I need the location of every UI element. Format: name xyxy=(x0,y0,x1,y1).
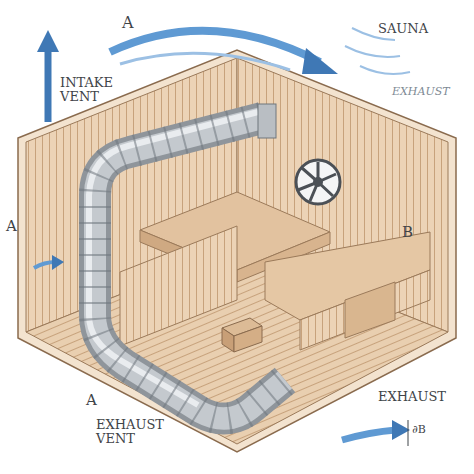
label-text: ∂B xyxy=(412,424,452,436)
dimension-tick xyxy=(408,420,409,446)
arrow-head xyxy=(302,48,338,74)
exhaust-fan xyxy=(296,160,340,204)
duct-end xyxy=(258,104,276,138)
duct-highlight xyxy=(89,112,258,405)
label-text: A xyxy=(86,392,116,409)
label-text: INTAKE VENT xyxy=(60,76,140,105)
label-text: EXHAUST xyxy=(392,86,472,98)
steps xyxy=(345,282,395,338)
bench-front xyxy=(120,226,237,346)
label-text: B xyxy=(402,224,432,241)
duct-ribs xyxy=(95,118,285,419)
airflow-line xyxy=(120,53,290,70)
intake-arrow xyxy=(45,48,52,122)
exhaust-arrow xyxy=(342,430,396,440)
arrow-head xyxy=(392,420,410,440)
duct xyxy=(95,118,285,419)
side-bench-front xyxy=(300,270,430,350)
stool xyxy=(222,328,234,352)
label-text: SAUNA xyxy=(378,22,458,36)
stool xyxy=(234,326,262,352)
arrow-head xyxy=(52,255,64,270)
label-text: EXHAUST xyxy=(378,390,468,404)
label-text: A xyxy=(6,218,36,235)
duct-body xyxy=(95,118,285,419)
fan-blades xyxy=(298,162,336,201)
label-text: EXHAUST VENT xyxy=(96,418,186,447)
label-text: A xyxy=(122,14,152,32)
arrow-head xyxy=(37,30,59,52)
